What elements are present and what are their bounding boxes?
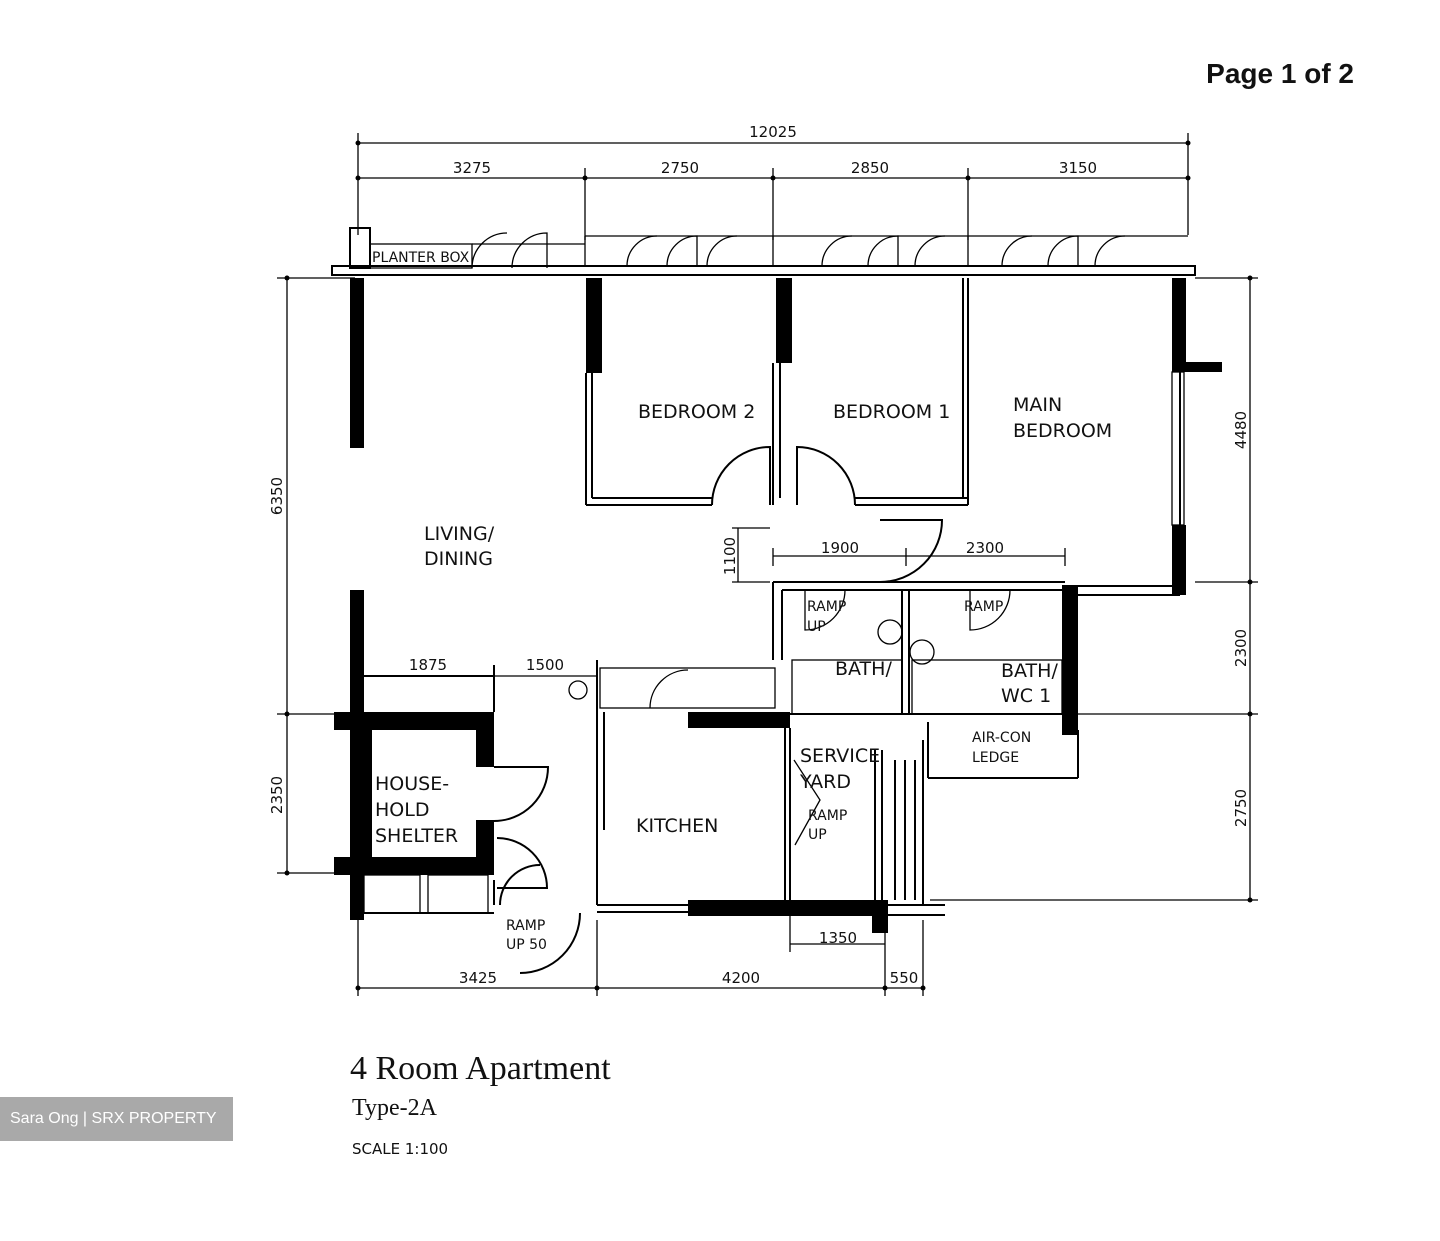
label-living-1: LIVING/ [424,523,495,545]
bottom-dimension-lines [355,912,926,996]
label-service-yard-2: YARD [799,771,851,793]
dim-top-total: 12025 [749,123,797,141]
dim-left-lower: 2350 [268,776,286,814]
label-bath-b-2: WC 1 [1001,685,1051,707]
plan-title: 4 Room Apartment [350,1050,611,1087]
dim-1350: 1350 [819,929,857,947]
plan-scale: SCALE 1:100 [352,1140,449,1158]
dim-1900: 1900 [821,539,859,557]
structural-walls [334,278,1222,933]
label-aircon-2: LEDGE [972,750,1019,766]
label-ramp-up-1: RAMP [808,808,847,824]
label-bath-a: BATH/ [835,658,892,680]
left-dimension-lines [277,275,355,876]
plan-type: Type-2A [352,1095,437,1121]
interior-walls [363,278,1185,916]
label-bedroom-2: BEDROOM 2 [638,401,755,423]
label-shelter-3: SHELTER [375,825,458,847]
label-ramp-up-50-2: UP 50 [506,937,547,953]
dim-right-lower: 2750 [1232,789,1250,827]
label-shelter-1: HOUSE- [375,773,449,795]
label-ramp-up-50-1: RAMP [506,918,545,934]
dim-right-mid: 2300 [1232,629,1250,667]
label-bedroom-1: BEDROOM 1 [833,401,950,423]
label-aircon-1: AIR-CON [972,730,1031,746]
dim-bottom-3: 550 [890,969,919,987]
label-kitchen: KITCHEN [636,815,718,837]
label-ramp-b: RAMP [964,599,1003,615]
page-number: Page 1 of 2 [1206,58,1354,89]
dim-bottom-1: 3425 [459,969,497,987]
label-bath-b-1: BATH/ [1001,660,1058,682]
dim-bottom-2: 4200 [722,969,760,987]
label-ramp-up-1b: UP [808,827,827,843]
dim-2300: 2300 [966,539,1004,557]
label-main-bedroom-1: MAIN [1013,394,1062,416]
label-living-2: DINING [424,548,493,570]
label-service-yard-1: SERVICE [800,745,880,767]
top-dimension-lines [355,133,1191,240]
dim-top-4: 3150 [1059,159,1097,177]
dim-1100: 1100 [721,537,739,575]
label-main-bedroom-2: BEDROOM [1013,420,1112,442]
dim-1875: 1875 [409,656,447,674]
label-shelter-2: HOLD [375,799,429,821]
right-dimension-lines [930,275,1258,903]
dim-1500: 1500 [526,656,564,674]
dim-top-1: 3275 [453,159,491,177]
door-swings [493,445,1011,974]
label-ramp-a: RAMP [807,599,846,615]
dim-top-2: 2750 [661,159,699,177]
dim-left-upper: 6350 [268,477,286,515]
watermark-badge: Sara Ong | SRX PROPERTY [0,1097,233,1141]
dim-top-3: 2850 [851,159,889,177]
top-facade [331,227,1196,276]
label-ramp-a2: UP [807,619,826,635]
label-planter-box: PLANTER BOX [372,250,470,266]
dim-right-upper: 4480 [1232,411,1250,449]
